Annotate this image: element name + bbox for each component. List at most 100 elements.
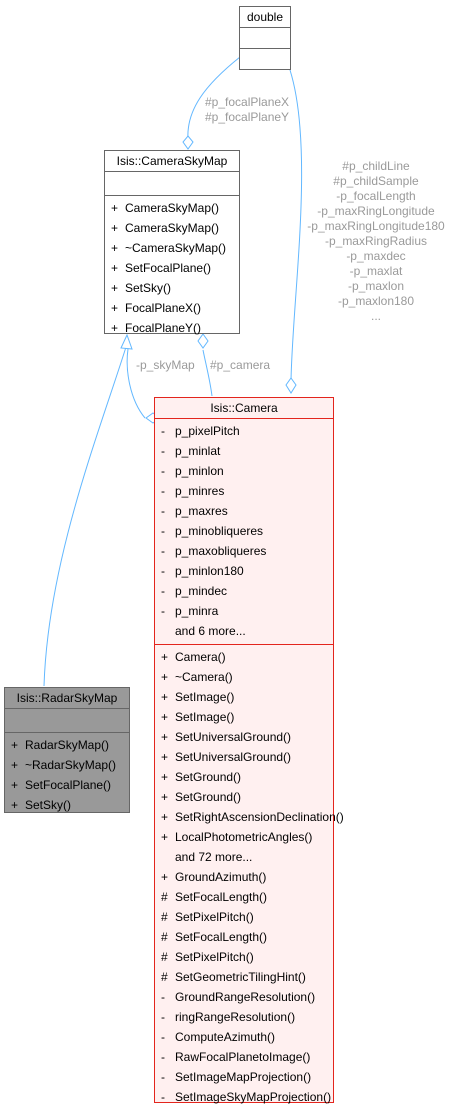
- visibility-marker: -: [161, 504, 165, 518]
- camera-attribute-6[interactable]: -p_maxobliqueres: [155, 541, 333, 561]
- radar-sky-map-method-3[interactable]: +SetSky(): [5, 795, 129, 815]
- camera-attribute-8[interactable]: -p_mindec: [155, 581, 333, 601]
- camera-attribute-3[interactable]: -p_minres: [155, 481, 333, 501]
- camera-attribute-9[interactable]: -p_minra: [155, 601, 333, 621]
- member-name: LocalPhotometricAngles(): [175, 830, 313, 844]
- radar-sky-map-method-2[interactable]: +SetFocalPlane(): [5, 775, 129, 795]
- member-name: SetGround(): [175, 790, 242, 804]
- class-double[interactable]: double: [239, 6, 291, 70]
- class-radar-sky-map[interactable]: Isis::RadarSkyMap +RadarSkyMap()+~RadarS…: [4, 687, 130, 813]
- member-name: ComputeAzimuth(): [175, 1030, 276, 1044]
- camera-sky-map-method-1[interactable]: +CameraSkyMap(): [105, 218, 239, 238]
- camera-method-15[interactable]: #SetPixelPitch(): [155, 947, 333, 967]
- camera-method-5[interactable]: +SetUniversalGround(): [155, 747, 333, 767]
- camera-method-9[interactable]: + LocalPhotometricAngles(): [155, 827, 333, 847]
- camera-attribute-1[interactable]: -p_minlat: [155, 441, 333, 461]
- camera-method-11[interactable]: + GroundAzimuth(): [155, 867, 333, 887]
- camera-method-16[interactable]: #SetGeometricTilingHint(): [155, 967, 333, 987]
- edge-radar-inherits-camerasky: [43, 346, 127, 687]
- camera-attribute-2[interactable]: -p_minlon: [155, 461, 333, 481]
- camera-member-label-line-4: -p_maxRingLongitude180: [307, 219, 445, 233]
- member-name: SetPixelPitch(): [175, 950, 254, 964]
- camera-sky-map-method-2[interactable]: +~CameraSkyMap(): [105, 238, 239, 258]
- member-name: SetImage(): [175, 690, 235, 704]
- camera-method-13[interactable]: #SetPixelPitch(): [155, 907, 333, 927]
- member-name: p_minobliqueres: [175, 524, 264, 538]
- camera-method-7[interactable]: +SetGround(): [155, 787, 333, 807]
- member-name: SetSky(): [25, 798, 72, 812]
- member-name: SetFocalPlane(): [25, 778, 112, 792]
- camera-method-22[interactable]: -SetImageSkyMapProjection(): [155, 1087, 333, 1107]
- visibility-marker: -: [161, 604, 165, 618]
- camera-sky-map-method-4[interactable]: +SetSky(): [105, 278, 239, 298]
- class-camera-sky-map[interactable]: Isis::CameraSkyMap +CameraSkyMap()+Camer…: [104, 150, 240, 335]
- edge-double-to-camerasky: [187, 56, 241, 141]
- camera-method-19[interactable]: -ComputeAzimuth(): [155, 1027, 333, 1047]
- camera-method-20[interactable]: -RawFocalPlanetoImage(): [155, 1047, 333, 1067]
- radar-sky-map-method-1[interactable]: +~RadarSkyMap(): [5, 755, 129, 775]
- camera-method-17[interactable]: -GroundRangeResolution(): [155, 987, 333, 1007]
- member-name: p_minlon: [175, 464, 224, 478]
- member-name: p_minres: [175, 484, 225, 498]
- member-name: RadarSkyMap(): [25, 738, 110, 752]
- camera-method-2[interactable]: + SetImage(): [155, 687, 333, 707]
- visibility-marker: #: [161, 930, 168, 944]
- diamond-camera-top: [285, 377, 297, 394]
- camera-attribute-4[interactable]: -p_maxres: [155, 501, 333, 521]
- class-radar-sky-map-attrs: [5, 709, 129, 733]
- visibility-marker: +: [161, 770, 169, 784]
- visibility-marker: +: [161, 750, 169, 764]
- member-name: SetFocalPlane(): [125, 261, 212, 275]
- member-name: GroundRangeResolution(): [175, 990, 316, 1004]
- member-name: SetSky(): [125, 281, 172, 295]
- edge-double-to-camera: [289, 69, 303, 383]
- member-name: GroundAzimuth(): [175, 870, 267, 884]
- camera-method-8[interactable]: +SetRightAscensionDeclination(): [155, 807, 344, 827]
- camera-sky-map-method-3[interactable]: +SetFocalPlane(): [105, 258, 239, 278]
- camera-sky-map-method-5[interactable]: +FocalPlaneX(): [105, 298, 239, 318]
- member-name: RawFocalPlanetoImage(): [175, 1050, 311, 1064]
- visibility-marker: +: [161, 870, 169, 884]
- visibility-marker: +: [111, 301, 119, 315]
- member-name: CameraSkyMap(): [125, 221, 220, 235]
- diamond-camerasky-top: [182, 135, 194, 150]
- visibility-marker: +: [111, 201, 119, 215]
- class-camera-sky-map-methods: +CameraSkyMap()+CameraSkyMap()+~CameraSk…: [105, 196, 239, 341]
- class-radar-sky-map-methods: +RadarSkyMap()+~RadarSkyMap()+SetFocalPl…: [5, 733, 129, 818]
- camera-attribute-0[interactable]: -p_pixelPitch: [155, 421, 333, 441]
- visibility-marker: +: [161, 830, 169, 844]
- camera-method-6[interactable]: +SetGround(): [155, 767, 333, 787]
- radar-sky-map-method-0[interactable]: +RadarSkyMap(): [5, 735, 129, 755]
- camera-method-14[interactable]: # SetFocalLength(): [155, 927, 333, 947]
- visibility-marker: -: [161, 1010, 165, 1024]
- camera-sky-map-method-0[interactable]: +CameraSkyMap(): [105, 198, 239, 218]
- member-name: p_maxres: [175, 504, 228, 518]
- camera-sky-map-method-6[interactable]: +FocalPlaneY(): [105, 318, 239, 338]
- visibility-marker: +: [161, 710, 169, 724]
- class-camera[interactable]: Isis::Camera -p_pixelPitch-p_minlat-p_mi…: [154, 397, 344, 1104]
- camera-method-10[interactable]: and 72 more...: [155, 847, 333, 867]
- camera-method-12[interactable]: #SetFocalLength(): [155, 887, 333, 907]
- camera-method-18[interactable]: -ringRangeResolution(): [155, 1007, 333, 1027]
- camera-member-label-line-5: -p_maxRingRadius: [324, 234, 428, 248]
- visibility-marker: -: [161, 484, 165, 498]
- camera-attribute-5[interactable]: -p_minobliqueres: [155, 521, 333, 541]
- visibility-marker: +: [161, 690, 169, 704]
- member-name: SetFocalLength(): [175, 930, 268, 944]
- visibility-marker: -: [161, 1070, 165, 1084]
- camera-attribute-7[interactable]: -p_minlon180: [155, 561, 333, 581]
- member-name: ~RadarSkyMap(): [25, 758, 117, 772]
- focal-plane-label-line-0: #p_focalPlaneX: [205, 95, 290, 109]
- camera-method-1[interactable]: +~Camera(): [155, 667, 333, 687]
- camera-attribute-10[interactable]: and 6 more...: [155, 621, 333, 641]
- class-camera-methods: +Camera()+~Camera()+SetImage()+SetImage(…: [155, 645, 344, 1110]
- class-camera-sky-map-attrs: [105, 172, 239, 196]
- visibility-marker: -: [161, 424, 165, 438]
- camera-method-4[interactable]: +SetUniversalGround(): [155, 727, 333, 747]
- edge-label-focal-plane: #p_focalPlaneX#p_focalPlaneY: [205, 95, 289, 125]
- camera-method-21[interactable]: -SetImageMapProjection(): [155, 1067, 333, 1087]
- camera-method-3[interactable]: +SetImage(): [155, 707, 333, 727]
- visibility-marker: -: [161, 1090, 165, 1104]
- visibility-marker: -: [161, 564, 165, 578]
- camera-method-0[interactable]: +Camera(): [155, 647, 333, 667]
